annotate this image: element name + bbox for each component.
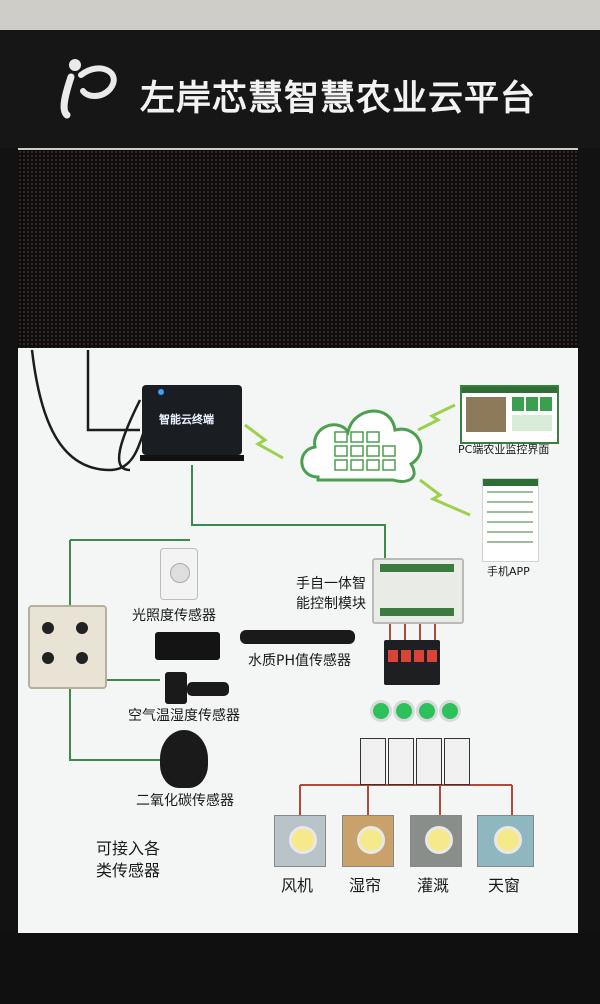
relay-indicator — [427, 650, 437, 662]
wet-curtain-lamp-tile — [342, 815, 394, 867]
ph-probe — [240, 630, 355, 644]
phone-label: 手机APP — [487, 565, 530, 578]
app-row — [487, 541, 533, 543]
pc-header-bar — [462, 387, 557, 393]
ph-transmitter-device — [155, 632, 220, 660]
pc-chart-area — [512, 415, 552, 431]
air-sensor-probe — [187, 682, 229, 696]
phone-app-screenshot — [482, 478, 539, 562]
indicator-light-button[interactable] — [370, 700, 392, 722]
pc-tile-icon — [526, 397, 538, 411]
pc-tile-icon — [540, 397, 552, 411]
sensor-junction-box — [28, 605, 107, 689]
app-row — [487, 501, 533, 503]
control-module — [372, 558, 464, 624]
relay-indicator — [388, 650, 398, 662]
right-frame-post — [578, 148, 600, 1004]
cloud-icon — [300, 409, 423, 483]
header-panel — [0, 30, 600, 148]
bulb-icon — [289, 826, 317, 854]
device-label-irrigation: 灌溉 — [417, 876, 450, 895]
air-sensor-device — [165, 672, 187, 704]
light-sensor-label: 光照度传感器 — [132, 608, 216, 624]
cable-gland — [42, 622, 54, 634]
air-sensor-label: 空气温湿度传感器 — [128, 708, 240, 724]
app-row — [487, 491, 533, 493]
pc-label: PC端农业监控界面 — [458, 443, 550, 456]
device-label-fan: 风机 — [281, 876, 314, 895]
contactor — [388, 738, 414, 785]
co2-sensor-label: 二氧化碳传感器 — [136, 793, 234, 809]
ph-sensor-label: 水质PH值传感器 — [248, 653, 351, 669]
app-header-bar — [483, 479, 538, 486]
fan-lamp-tile — [274, 815, 326, 867]
stand-base — [0, 933, 600, 1004]
contactor — [360, 738, 386, 785]
app-row — [487, 531, 533, 533]
page-title: 左岸芯慧智慧农业云平台 — [140, 79, 537, 119]
indicator-light-button[interactable] — [393, 700, 415, 722]
light-sensor-device — [160, 548, 198, 600]
terminal-strip — [380, 608, 454, 616]
greenhouse-photo — [466, 397, 506, 432]
brand-logo-icon — [60, 59, 117, 119]
cable-gland — [76, 652, 88, 664]
device-label-skylight: 天窗 — [488, 876, 521, 895]
cable-gland — [76, 622, 88, 634]
bulb-icon — [425, 826, 453, 854]
co2-sensor-device — [160, 730, 208, 788]
contactor — [416, 738, 442, 785]
bulb-icon — [357, 826, 385, 854]
light-sensor-dome — [170, 563, 190, 583]
left-frame-post — [0, 148, 18, 1004]
app-row — [487, 521, 533, 523]
relay-bank — [384, 640, 440, 685]
indicator-light-button[interactable] — [416, 700, 438, 722]
led-display-screen — [18, 150, 581, 348]
sensor-note-line1: 可接入各 — [96, 839, 161, 858]
cable-gland — [42, 652, 54, 664]
terminal-strip — [380, 564, 454, 572]
indicator-light-button[interactable] — [439, 700, 461, 722]
irrigation-lamp-tile — [410, 815, 462, 867]
device-label-curtain: 湿帘 — [349, 876, 382, 895]
contactor — [444, 738, 470, 785]
controller-label-line1: 手自一体智 — [296, 576, 366, 592]
terminal-label: 智能云终端 — [159, 413, 214, 426]
controller-label-line2: 能控制模块 — [296, 596, 366, 612]
pc-tile-icon — [512, 397, 524, 411]
bulb-icon — [494, 826, 522, 854]
pc-monitor-screenshot — [460, 385, 559, 444]
app-row — [487, 511, 533, 513]
cloud-terminal-device: 智能云终端 — [142, 385, 242, 455]
relay-indicator — [414, 650, 424, 662]
sensor-note-line2: 类传感器 — [96, 861, 161, 880]
skylight-lamp-tile — [477, 815, 534, 867]
terminal-mount-bracket — [140, 455, 244, 461]
relay-indicator — [401, 650, 411, 662]
status-led-icon — [158, 389, 164, 395]
contactor-bank — [360, 738, 470, 785]
